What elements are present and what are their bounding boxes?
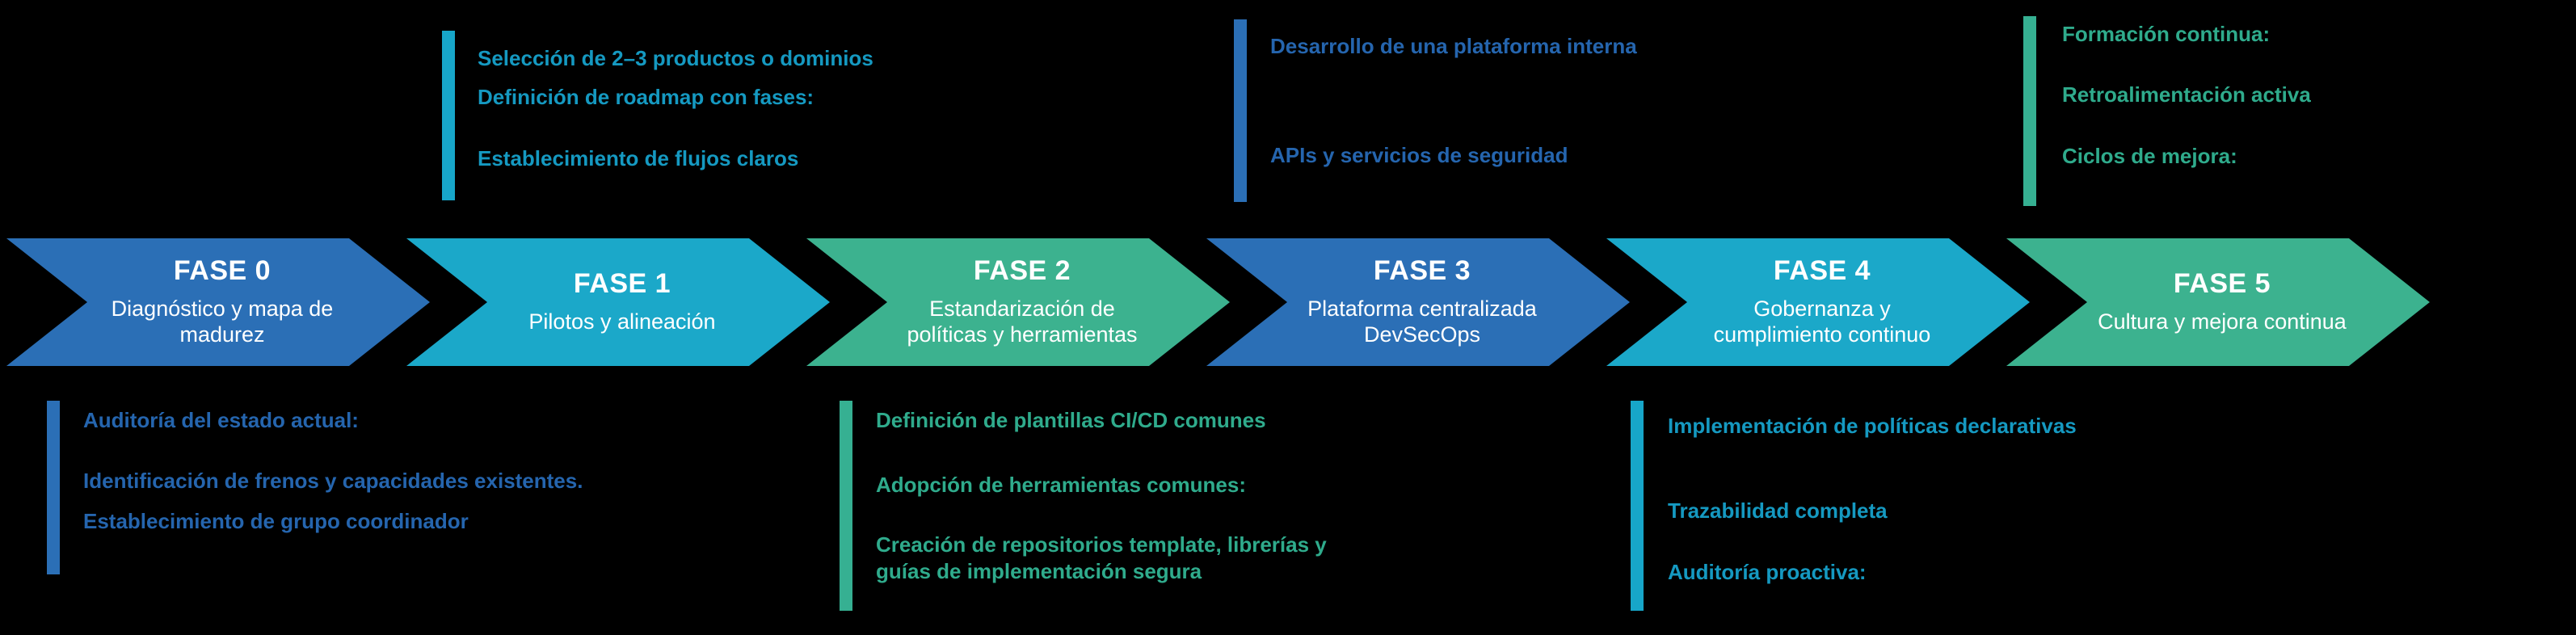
phase-subtitle: Cultura y mejora continua: [2098, 309, 2347, 334]
phase-title: FASE 1: [573, 268, 671, 300]
annotation-bar: [1631, 401, 1644, 611]
phase-title: FASE 3: [1373, 255, 1471, 287]
phase-chevron-fase-3: FASE 3 Plataforma centralizada DevSecOps: [1206, 238, 1630, 366]
annotation-item: Ciclos de mejora:: [2062, 144, 2237, 168]
phase-title: FASE 5: [2173, 268, 2271, 300]
annotation-item: Formación continua:: [2062, 22, 2271, 46]
phase-chevron-fase-5: FASE 5 Cultura y mejora continua: [2006, 238, 2430, 366]
phase-chevron-fase-0: FASE 0 Diagnóstico y mapa de madurez: [6, 238, 430, 366]
phase-subtitle: Plataforma centralizada DevSecOps: [1307, 296, 1537, 347]
phase-chevron-fase-4: FASE 4 Gobernanza y cumplimiento continu…: [1606, 238, 2030, 366]
annotation-bar: [47, 401, 60, 574]
annotation-item: Establecimiento de flujos claros: [478, 146, 799, 170]
phase-subtitle: Estandarización de políticas y herramien…: [907, 296, 1138, 347]
annotation-block-top-fase-5: Formación continua: Retroalimentación ac…: [2023, 16, 2476, 208]
annotation-bar: [840, 401, 852, 611]
phase-title: FASE 2: [973, 255, 1071, 287]
annotation-item: Definición de roadmap con fases:: [478, 85, 814, 109]
phase-subtitle: Diagnóstico y mapa de madurez: [111, 296, 334, 347]
phase-chevron-fase-1: FASE 1 Pilotos y alineación: [406, 238, 830, 366]
phase-title: FASE 0: [173, 255, 271, 287]
annotation-item: Retroalimentación activa: [2062, 82, 2311, 107]
annotation-item: Trazabilidad completa: [1668, 498, 1888, 523]
phase-title: FASE 4: [1773, 255, 1871, 287]
annotation-item: Adopción de herramientas comunes:: [876, 473, 1246, 497]
annotation-bar: [442, 31, 455, 200]
phase-subtitle: Gobernanza y cumplimiento continuo: [1713, 296, 1931, 347]
annotation-item: Identificación de frenos y capacidades e…: [83, 469, 583, 493]
phase-chevron-fase-2: FASE 2 Estandarización de políticas y he…: [806, 238, 1230, 366]
annotation-item: Desarrollo de una plataforma interna: [1270, 34, 1637, 58]
annotation-item: Establecimiento de grupo coordinador: [83, 509, 469, 533]
annotation-block-top-fase-3: Desarrollo de una plataforma interna API…: [1234, 19, 1686, 204]
annotation-bar: [2023, 16, 2036, 206]
annotation-block-bottom-fase-2: Definición de plantillas CI/CD comunes A…: [840, 401, 1373, 612]
phase-subtitle: Pilotos y alineación: [528, 309, 716, 334]
annotation-item: Auditoría proactiva:: [1668, 560, 1867, 584]
annotation-item: Creación de repositorios template, libre…: [876, 532, 1327, 583]
annotation-block-bottom-fase-0: Auditoría del estado actual: Identificac…: [47, 401, 583, 576]
annotation-item: Selección de 2–3 productos o dominios: [478, 46, 873, 70]
annotation-item: Auditoría del estado actual:: [83, 408, 359, 432]
annotation-block-top-fase-1: Selección de 2–3 productos o dominios De…: [442, 31, 894, 202]
annotation-bar: [1234, 19, 1247, 202]
annotation-item: Definición de plantillas CI/CD comunes: [876, 408, 1266, 432]
annotation-item: Implementación de políticas declarativas: [1668, 414, 2077, 438]
annotation-block-bottom-fase-4: Implementación de políticas declarativas…: [1631, 401, 2083, 612]
annotation-item: APIs y servicios de seguridad: [1270, 143, 1568, 167]
